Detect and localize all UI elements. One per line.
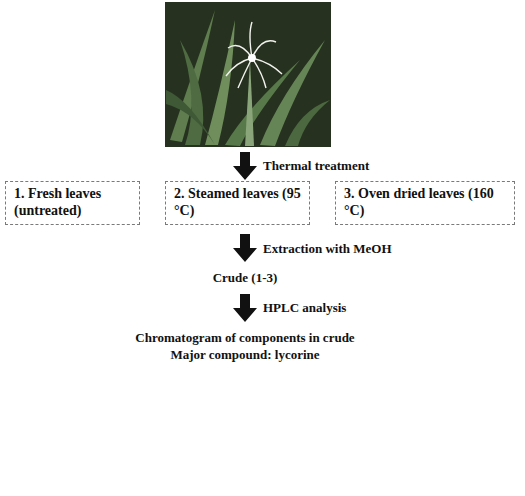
flower [226, 22, 282, 88]
dashed-box: 1. Fresh leaves (untreated) [5, 181, 140, 225]
petal [252, 41, 276, 58]
box-text: 2. Steamed leaves (95 °C) [174, 186, 301, 220]
box-text: 1. Fresh leaves (untreated) [14, 186, 131, 220]
intermediate-label: Crude (1-3) [213, 270, 278, 286]
result-label: Chromatogram of components in crude [135, 330, 354, 346]
step-label: Extraction with MeOH [263, 241, 392, 257]
petal [250, 22, 252, 58]
down-arrow [233, 234, 257, 262]
flower-center [248, 54, 256, 62]
plant-photo [165, 2, 331, 147]
step-label: HPLC analysis [263, 300, 346, 316]
petal [238, 58, 252, 88]
down-arrow [233, 152, 257, 180]
flow-arrows [233, 152, 257, 322]
petal [228, 46, 252, 58]
leaf [166, 90, 215, 145]
leaf [180, 40, 203, 145]
result-label: Major compound: lycorine [170, 347, 319, 363]
leaf [260, 40, 325, 146]
flower-stalk [245, 60, 254, 146]
step-label: Thermal treatment [263, 158, 369, 174]
down-arrow [233, 294, 257, 322]
dashed-box: 2. Steamed leaves (95 °C) [165, 181, 310, 225]
petal [252, 58, 266, 88]
leaf [205, 20, 235, 145]
dashed-box: 3. Oven dried leaves (160 °C) [335, 181, 515, 225]
leaf [285, 100, 330, 146]
photo-ground [165, 2, 331, 147]
box-text: 3. Oven dried leaves (160 °C) [344, 186, 506, 220]
